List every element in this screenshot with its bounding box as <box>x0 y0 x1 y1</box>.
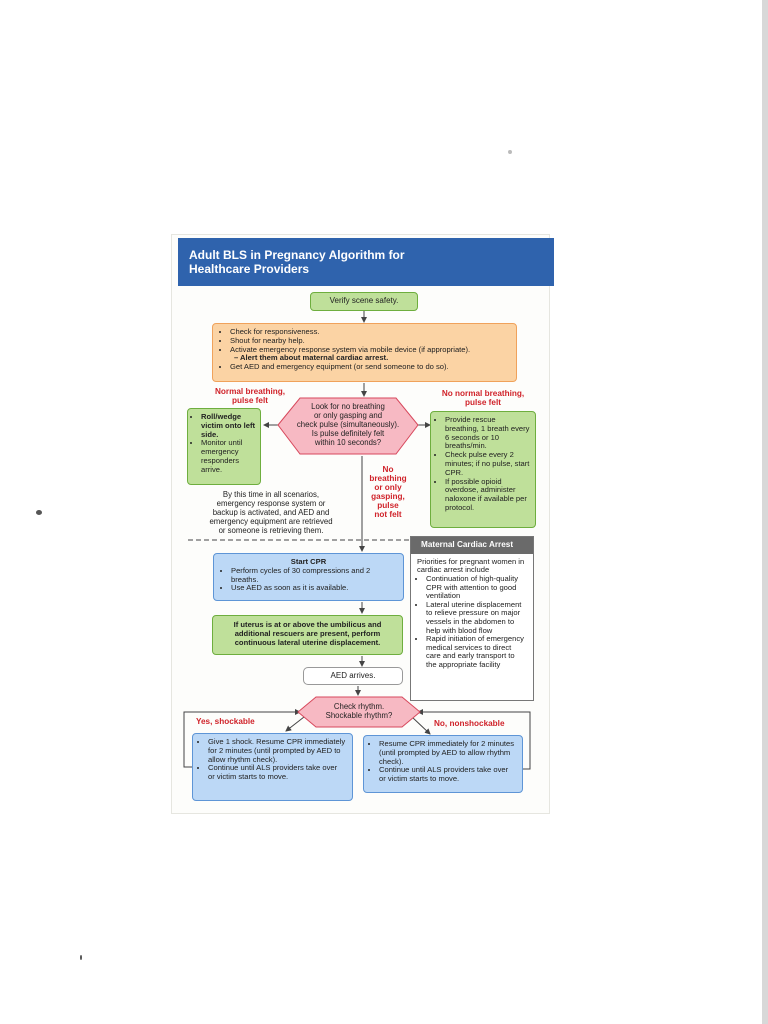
no-normal-line-1: No normal breathing, <box>441 389 525 398</box>
no-normal-breathing-label: No normal breathing, pulse felt <box>430 389 536 407</box>
resume-item: Resume CPR immediately for 2 minutes (un… <box>379 739 516 766</box>
rescue-list: Provide rescue breathing, 1 breath every… <box>436 415 530 513</box>
mca-list: Continuation of high-quality CPR with at… <box>417 574 527 670</box>
pulse-check-hexagon <box>277 397 419 455</box>
scan-speck <box>80 955 82 960</box>
note-line-3: backup is activated, and AED and <box>212 508 330 517</box>
resume-list: Resume CPR immediately for 2 minutes (un… <box>370 739 516 784</box>
nb-line-1: No <box>382 465 394 474</box>
roll-item: Monitor until emergency responders arriv… <box>201 438 256 474</box>
yes-shockable-label: Yes, shockable <box>196 717 255 726</box>
rhythm-check-text: Check rhythm. Shockable rhythm? <box>306 702 412 720</box>
rescue-item: Provide rescue breathing, 1 breath every… <box>445 415 530 451</box>
mca-intro: Priorities for pregnant women in cardiac… <box>417 556 525 575</box>
header-line-2: Healthcare Providers <box>189 262 310 276</box>
start-cpr-item: Use AED as soon as it is available. <box>231 584 395 593</box>
check-responsiveness-box: Check for responsiveness. Shout for near… <box>212 323 517 382</box>
resume-cpr-box: Resume CPR immediately for 2 minutes (un… <box>363 735 523 793</box>
rescue-item: If possible opioid overdose, administer … <box>445 477 530 513</box>
start-cpr-box: Start CPR Perform cycles of 30 compressi… <box>213 553 404 601</box>
scanner-edge <box>762 0 768 1024</box>
no-nonshockable-label: No, nonshockable <box>434 719 505 728</box>
shock-item: Continue until ALS providers take over o… <box>208 764 346 782</box>
loop-resume-to-rhythm <box>417 709 531 770</box>
rhythm-check-hexagon <box>297 696 421 728</box>
verify-scene-box: Verify scene safety. <box>310 292 418 311</box>
check-item: Shout for nearby help. <box>230 336 508 346</box>
uterus-line-1: If uterus is at or above the umbilicus a… <box>233 620 382 629</box>
scan-speck <box>36 510 42 515</box>
rescue-breathing-box: Provide rescue breathing, 1 breath every… <box>430 411 536 528</box>
nb-line-6: not felt <box>374 510 402 519</box>
look-line-3: check pulse (simultaneously). <box>296 420 400 429</box>
nb-line-3: or only <box>374 483 402 492</box>
check-list: Check for responsiveness. Shout for near… <box>221 327 508 372</box>
look-line-4: Is pulse definitely felt <box>311 429 385 438</box>
normal-line-1: Normal breathing, <box>214 387 286 396</box>
start-cpr-list: Perform cycles of 30 compressions and 2 … <box>222 566 395 593</box>
give-shock-box: Give 1 shock. Resume CPR immediately for… <box>192 733 353 801</box>
card-header: Adult BLS in Pregnancy Algorithm for Hea… <box>178 238 554 286</box>
rhythm-line-1: Check rhythm. <box>333 702 385 711</box>
arrow-to-shock <box>285 716 305 732</box>
mca-item: Lateral uterine displacement to relieve … <box>426 600 527 635</box>
scan-speck <box>508 150 512 154</box>
shock-item: Give 1 shock. Resume CPR immediately for… <box>208 737 346 764</box>
note-line-4: emergency equipment are retrieved <box>209 517 333 526</box>
maternal-cardiac-arrest-panel: Maternal Cardiac Arrest Priorities for p… <box>410 536 534 701</box>
verify-scene-text: Verify scene safety. <box>329 296 399 305</box>
look-line-5: within 10 seconds? <box>314 438 382 447</box>
mca-title: Maternal Cardiac Arrest <box>411 537 533 554</box>
mca-item: Continuation of high-quality CPR with at… <box>426 574 527 601</box>
loop-shock-to-rhythm <box>183 709 301 768</box>
check-item: Get AED and emergency equipment (or send… <box>230 362 508 372</box>
start-cpr-title: Start CPR <box>290 557 327 566</box>
normal-breathing-label: Normal breathing, pulse felt <box>203 387 297 405</box>
uterine-displacement-box: If uterus is at or above the umbilicus a… <box>212 615 403 655</box>
no-breathing-label: No breathing or only gasping, pulse not … <box>360 465 416 519</box>
rhythm-line-2: Shockable rhythm? <box>325 711 393 720</box>
start-cpr-item: Perform cycles of 30 compressions and 2 … <box>231 566 395 585</box>
shock-list: Give 1 shock. Resume CPR immediately for… <box>199 737 346 782</box>
header-line-1: Adult BLS in Pregnancy Algorithm for <box>189 248 405 262</box>
roll-item-bold: Roll/wedge victim onto left side. <box>201 412 256 439</box>
uterus-line-3: continuous lateral uterine displacement. <box>234 637 381 647</box>
rescue-item: Check pulse every 2 minutes; if no pulse… <box>445 450 530 477</box>
aed-arrives-text: AED arrives. <box>330 671 376 680</box>
nb-line-5: pulse <box>377 501 399 510</box>
note-line-1: By this time in all scenarios, <box>222 490 320 499</box>
nb-line-4: gasping, <box>371 492 405 501</box>
roll-list: Roll/wedge victim onto left side. Monito… <box>192 412 256 475</box>
check-item: Check for responsiveness. <box>230 327 508 337</box>
normal-line-2: pulse felt <box>232 396 268 405</box>
by-this-time-note: By this time in all scenarios, emergency… <box>196 490 346 535</box>
arrow-to-resume <box>411 716 431 735</box>
no-normal-line-2: pulse felt <box>465 398 501 407</box>
nb-line-2: breathing <box>369 474 407 483</box>
note-line-5: or someone is retrieving them. <box>218 526 324 535</box>
check-item: Activate emergency response system via m… <box>230 345 508 355</box>
look-line-1: Look for no breathing <box>311 402 385 411</box>
mca-body: Priorities for pregnant women in cardiac… <box>411 554 533 674</box>
mca-item: Rapid initiation of emergency medical se… <box>426 634 527 669</box>
look-line-2: or only gasping and <box>313 411 383 420</box>
aed-arrives-box: AED arrives. <box>303 667 403 685</box>
note-line-2: emergency response system or <box>216 499 326 508</box>
pulse-check-text: Look for no breathing or only gasping an… <box>283 402 413 447</box>
check-item-alert: – Alert them about maternal cardiac arre… <box>234 353 389 363</box>
roll-wedge-box: Roll/wedge victim onto left side. Monito… <box>187 408 261 485</box>
resume-item: Continue until ALS providers take over o… <box>379 766 516 784</box>
uterus-line-2: additional rescuers are present, perform <box>234 628 381 638</box>
